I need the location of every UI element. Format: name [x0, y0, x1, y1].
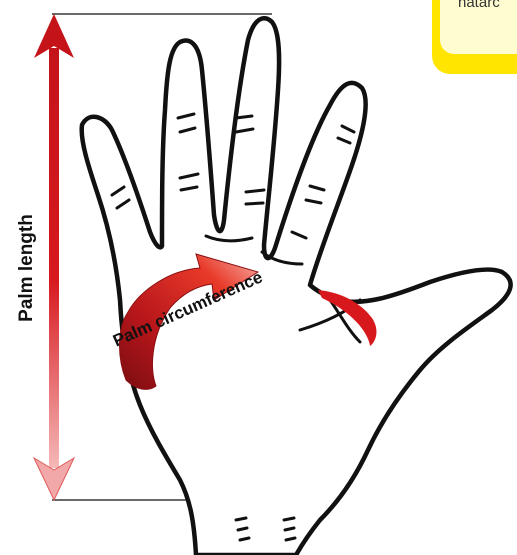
palm-length-label: Palm length — [16, 214, 37, 322]
palm-length-arrow — [34, 14, 74, 500]
note-text: hatarc — [458, 0, 500, 11]
hand-outline — [82, 18, 511, 555]
yellow-note — [432, 0, 517, 74]
